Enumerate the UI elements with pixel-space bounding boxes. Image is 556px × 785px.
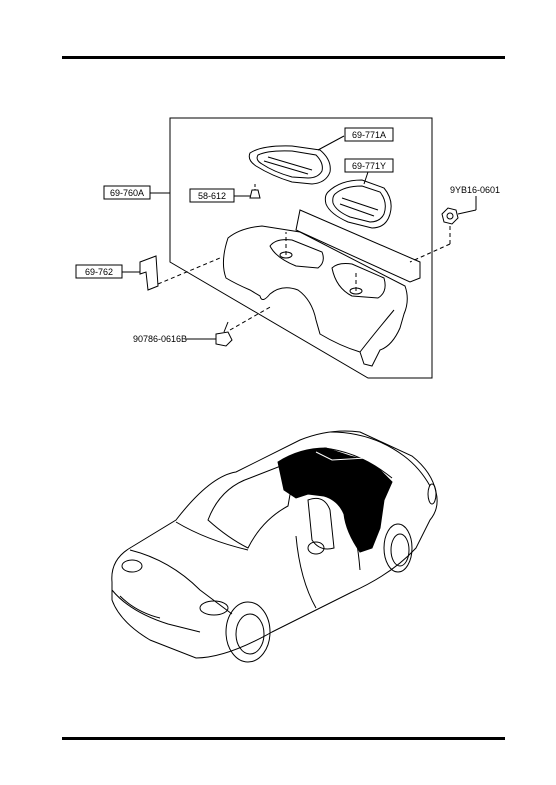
label-9yb16-0601: 9YB16-0601 — [450, 185, 500, 195]
part-90786-0616b — [215, 305, 273, 347]
svg-text:90786-0616B: 90786-0616B — [133, 334, 187, 344]
part-9yb16-0601 — [409, 207, 459, 263]
label-69-771y: 69-771Y — [344, 158, 394, 173]
header-rule — [62, 56, 505, 59]
svg-text:58-612: 58-612 — [198, 191, 226, 201]
footer-rule — [62, 737, 505, 740]
part-69-771a — [248, 145, 331, 185]
svg-text:69-771Y: 69-771Y — [352, 161, 386, 171]
label-69-760a: 69-760A — [103, 185, 151, 200]
label-58-612: 58-612 — [189, 188, 235, 203]
highlight-panel-location — [277, 447, 393, 553]
part-69-760a — [222, 209, 421, 367]
label-69-771a: 69-771A — [344, 127, 394, 142]
label-90786-0616b: 90786-0616B — [133, 334, 187, 344]
svg-text:9YB16-0601: 9YB16-0601 — [450, 185, 500, 195]
part-58-612 — [249, 184, 261, 199]
svg-text:69-760A: 69-760A — [110, 188, 144, 198]
svg-text:69-771A: 69-771A — [352, 130, 386, 140]
label-69-762: 69-762 — [75, 264, 123, 279]
svg-text:69-762: 69-762 — [85, 267, 113, 277]
exploded-view-frame — [169, 117, 433, 379]
vehicle-illustration — [111, 430, 438, 663]
part-69-762 — [139, 255, 221, 291]
part-69-771y — [324, 179, 392, 229]
